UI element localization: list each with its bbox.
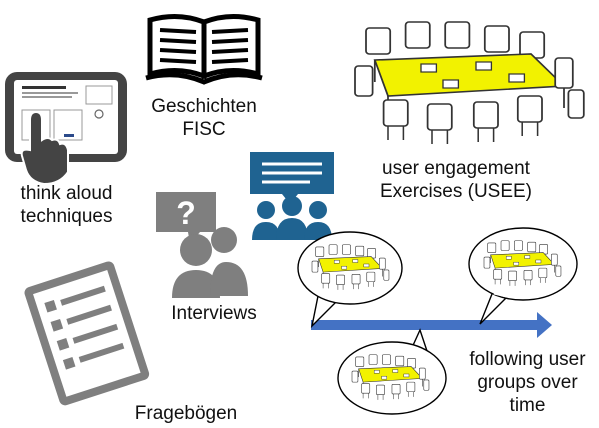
meeting-bubble-2 — [468, 227, 578, 325]
label-user-engagement: user engagement Exercises (USEE) — [366, 157, 546, 203]
label-user-engagement-line1: user engagement — [382, 158, 530, 179]
tablet-touch-icon — [5, 72, 127, 186]
open-book-icon — [145, 14, 263, 85]
interview-question-icon: ? — [156, 192, 248, 298]
meeting-bubble-3 — [337, 328, 447, 415]
question-mark-glyph: ? — [176, 195, 196, 231]
label-following-line3: time — [509, 395, 546, 416]
survey-list-icon — [24, 261, 150, 406]
group-chat-icon — [250, 152, 334, 240]
label-geschichten: Geschichten FISC — [141, 95, 267, 141]
label-think-aloud-line2: techniques — [20, 206, 113, 227]
label-fragebogen-text: Fragebögen — [134, 403, 238, 424]
label-think-aloud: think aloud techniques — [0, 182, 133, 228]
label-interviews: Interviews — [158, 302, 270, 325]
label-following-line2: groups over — [477, 372, 578, 393]
timeline-arrow — [311, 312, 552, 338]
label-interviews-text: Interviews — [171, 303, 257, 324]
meeting-bubble-1 — [297, 231, 403, 329]
label-geschichten-line1: Geschichten — [151, 96, 257, 117]
meeting-table-icon — [354, 21, 585, 145]
label-think-aloud-line1: think aloud — [20, 183, 113, 204]
label-user-engagement-line2: Exercises (USEE) — [379, 181, 533, 202]
label-following-line1: following user — [469, 349, 586, 370]
label-geschichten-line2: FISC — [182, 119, 226, 140]
label-following: following user groups over time — [456, 348, 599, 417]
label-fragebogen: Fragebögen — [128, 402, 244, 425]
